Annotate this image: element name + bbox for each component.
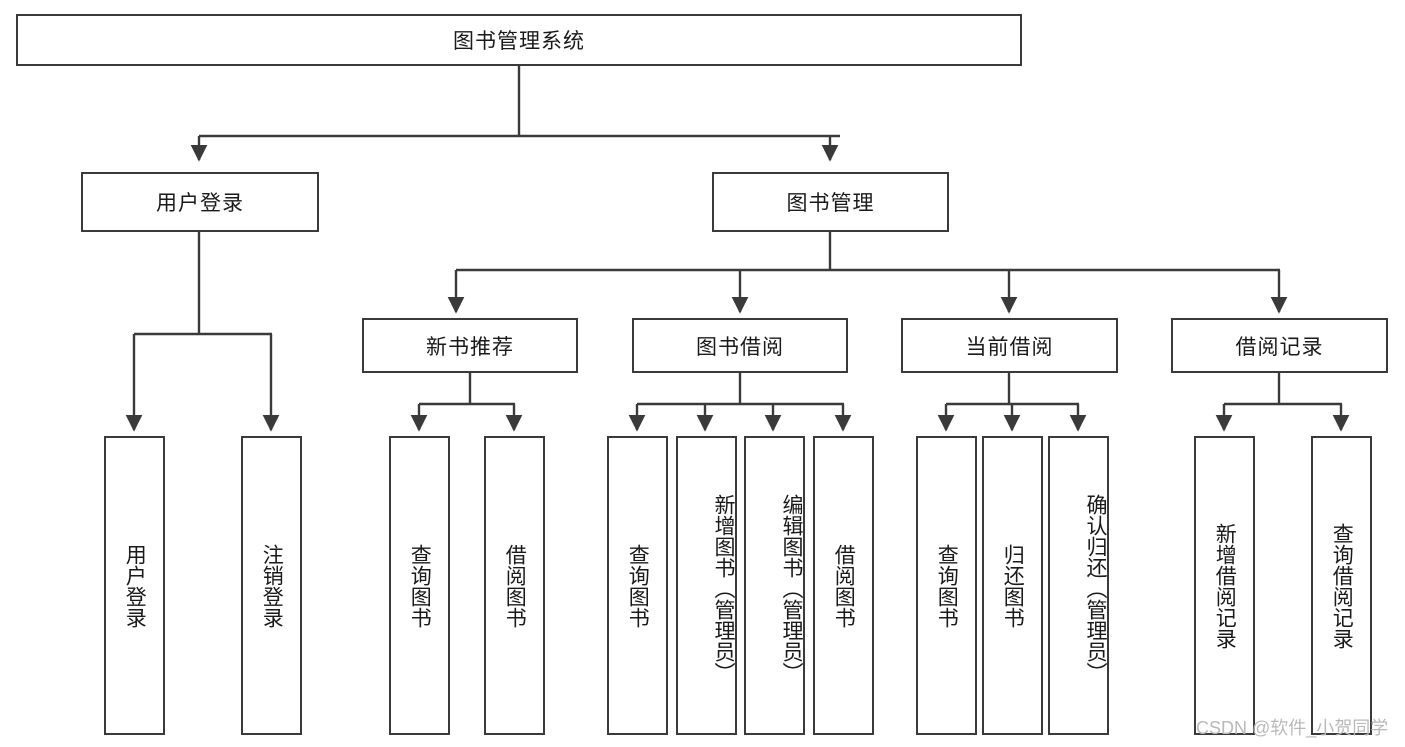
leaf-query-book-2[interactable]: 查询图书 [607, 436, 668, 735]
node-book-manage-label: 图书管理 [786, 192, 875, 215]
leaf-borrow-book-1[interactable]: 借阅图书 [484, 436, 545, 735]
leaf-add-book-label: 新增图书（管理员） [712, 494, 735, 683]
node-book-borrow[interactable]: 图书借阅 [632, 318, 848, 373]
node-book-borrow-label: 图书借阅 [696, 335, 784, 359]
leaf-query-record[interactable]: 查询借阅记录 [1311, 436, 1372, 735]
node-current-borrow-label: 当前借阅 [965, 335, 1054, 359]
node-user-login[interactable]: 用户登录 [81, 172, 319, 232]
leaf-add-record-label: 新增借阅记录 [1213, 522, 1237, 649]
leaf-borrow-book-2-label: 借阅图书 [832, 543, 856, 628]
node-borrow-record-label: 借阅记录 [1235, 335, 1324, 359]
node-borrow-record[interactable]: 借阅记录 [1171, 318, 1388, 373]
leaf-query-book-3-label: 查询图书 [935, 543, 959, 628]
node-new-book-recommend-label: 新书推荐 [426, 335, 514, 359]
leaf-user-login[interactable]: 用户登录 [104, 436, 165, 735]
leaf-confirm-return-label: 确认归还（管理员） [1084, 494, 1107, 683]
node-root[interactable]: 图书管理系统 [16, 14, 1022, 66]
leaf-add-book[interactable]: 新增图书（管理员） [676, 436, 737, 735]
node-user-login-label: 用户登录 [156, 192, 244, 215]
leaf-borrow-book-2[interactable]: 借阅图书 [813, 436, 874, 735]
leaf-edit-book-label: 编辑图书（管理员） [780, 494, 803, 683]
leaf-borrow-book-1-label: 借阅图书 [503, 543, 527, 628]
leaf-return-book[interactable]: 归还图书 [982, 436, 1043, 735]
leaf-confirm-return[interactable]: 确认归还（管理员） [1048, 436, 1109, 735]
leaf-query-record-label: 查询借阅记录 [1330, 522, 1354, 649]
leaf-return-book-label: 归还图书 [1001, 543, 1025, 628]
leaf-logout-login-label: 注销登录 [260, 543, 284, 628]
node-new-book-recommend[interactable]: 新书推荐 [362, 318, 578, 373]
leaf-query-book-1[interactable]: 查询图书 [389, 436, 450, 735]
csdn-watermark: CSDN @软件_小贺同学 [1196, 718, 1389, 738]
leaf-add-record[interactable]: 新增借阅记录 [1194, 436, 1255, 735]
leaf-query-book-3[interactable]: 查询图书 [916, 436, 977, 735]
node-current-borrow[interactable]: 当前借阅 [901, 318, 1118, 373]
leaf-edit-book[interactable]: 编辑图书（管理员） [744, 436, 805, 735]
node-book-manage[interactable]: 图书管理 [712, 172, 949, 232]
leaf-logout-login[interactable]: 注销登录 [241, 436, 302, 735]
node-root-label: 图书管理系统 [453, 30, 585, 53]
leaf-query-book-1-label: 查询图书 [408, 543, 432, 628]
leaf-user-login-label: 用户登录 [123, 543, 147, 628]
leaf-query-book-2-label: 查询图书 [626, 543, 650, 628]
